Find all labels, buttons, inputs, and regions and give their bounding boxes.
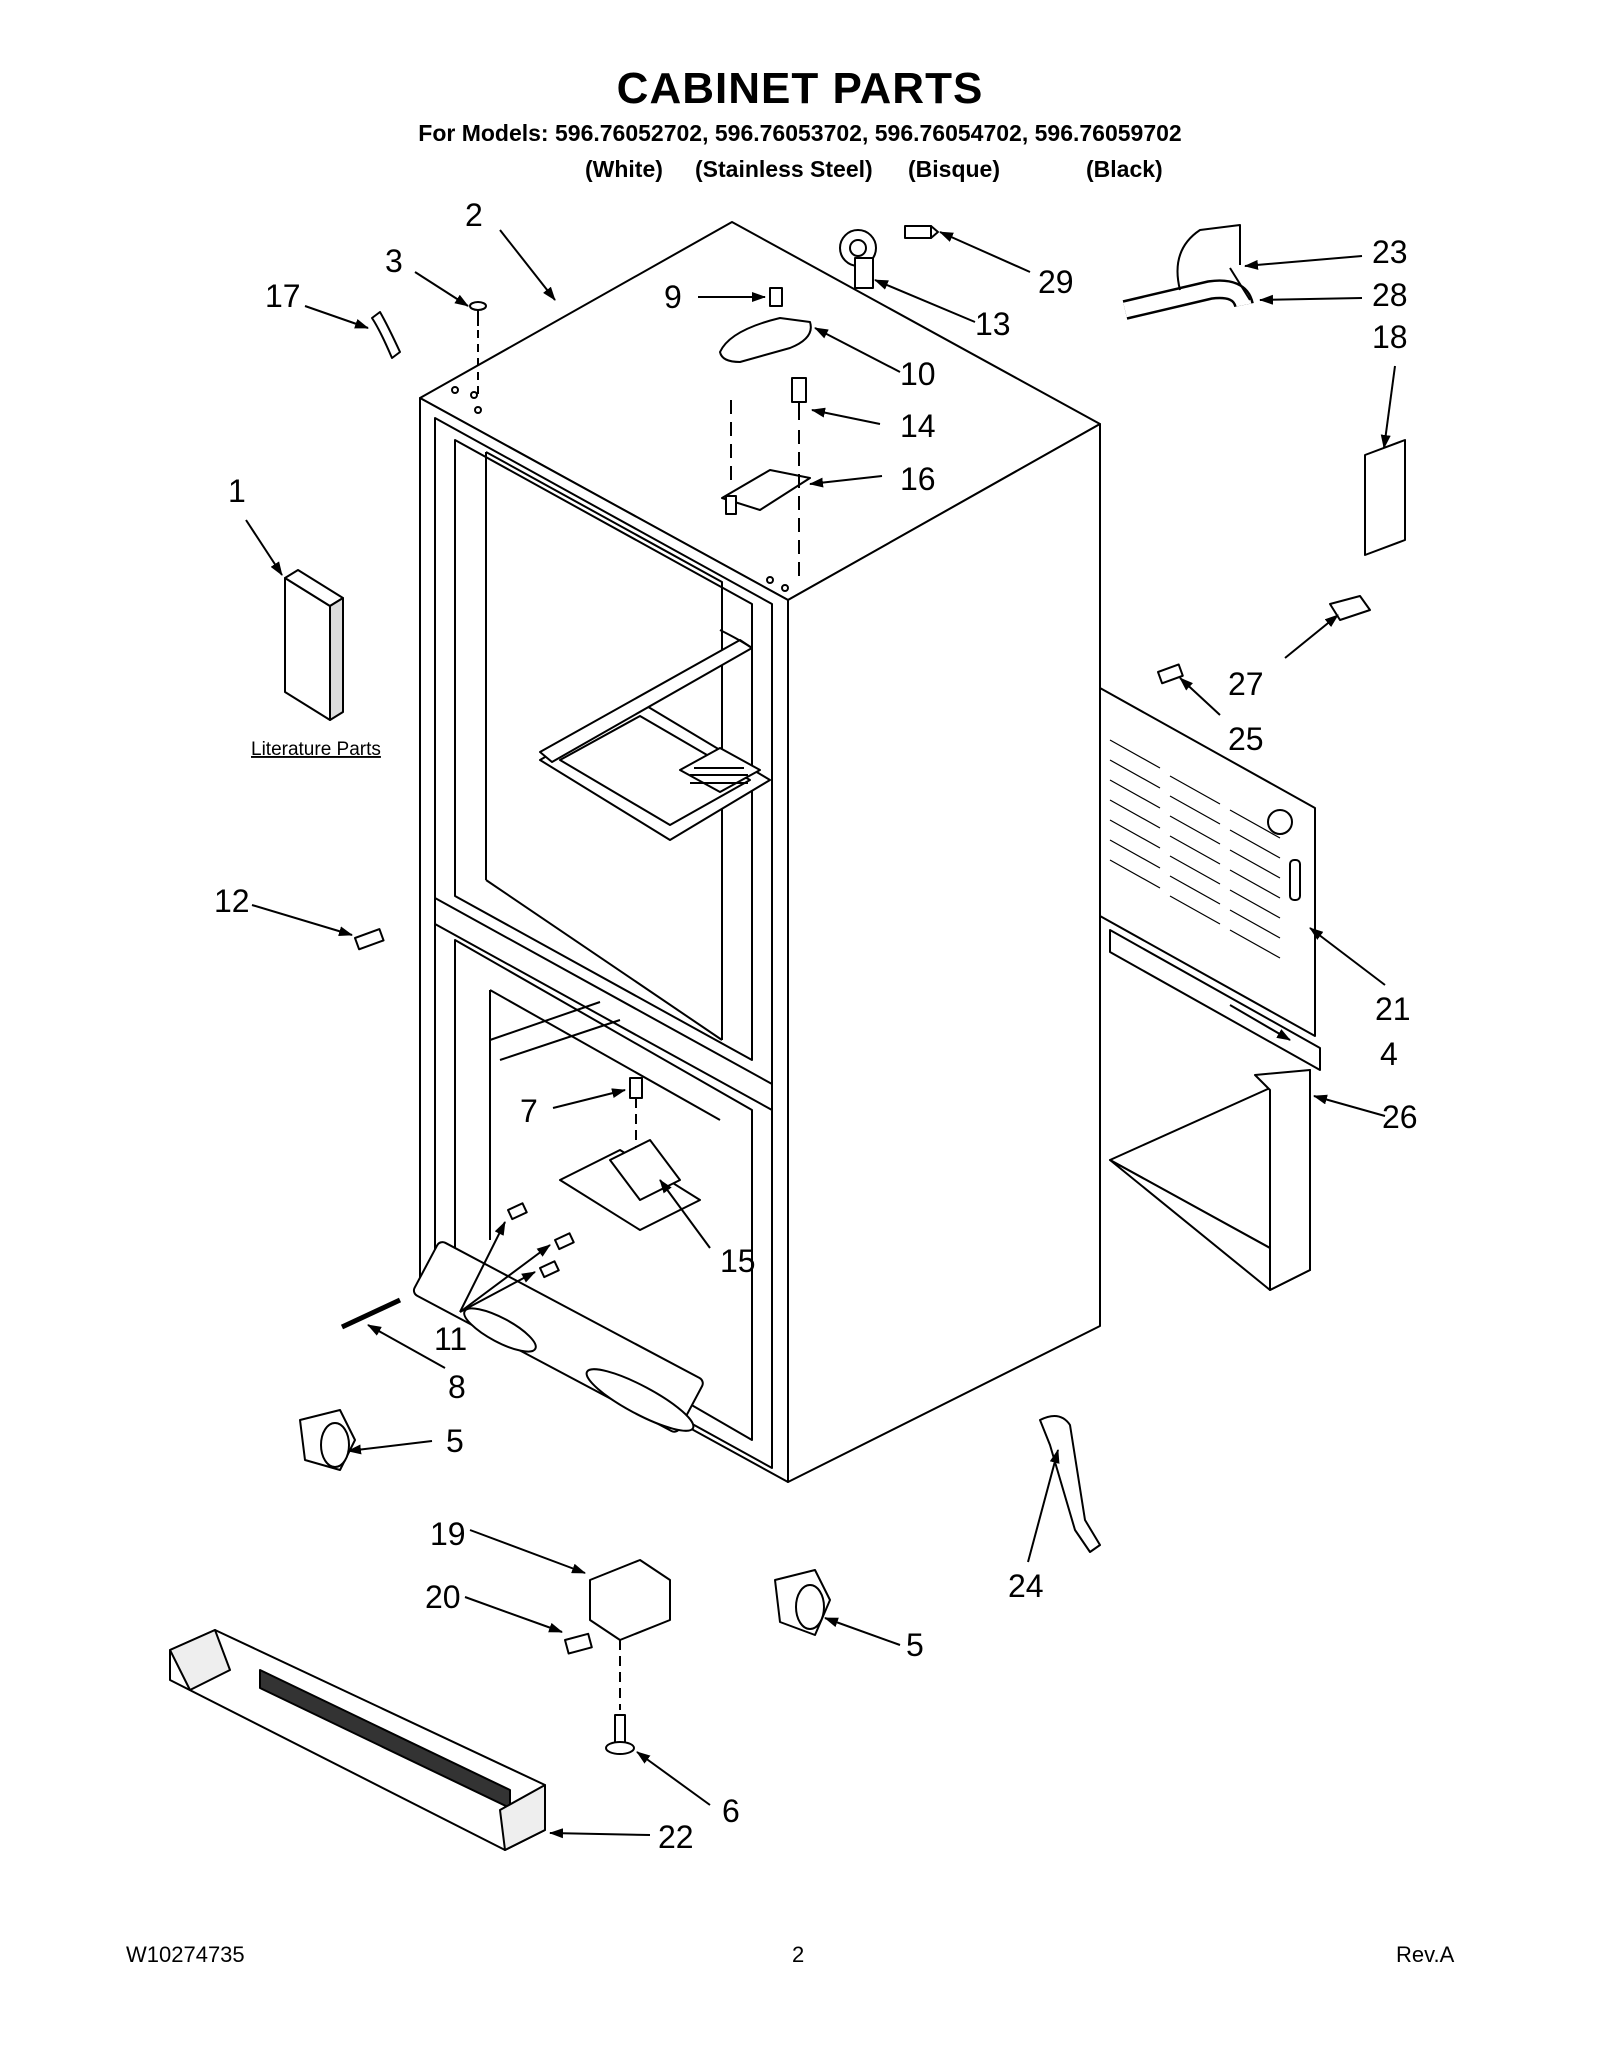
part-19-bracket (589, 1559, 671, 1641)
callout-1: 1 (228, 473, 246, 509)
part-13-bracket (839, 225, 939, 289)
callout-leaders (245, 229, 1396, 1839)
part-8-rod (340, 1297, 402, 1330)
part-22-toe-grille (169, 1629, 546, 1851)
callout-29: 29 (1038, 264, 1074, 300)
finish-stainless: (Stainless Steel) (695, 156, 873, 182)
part-5-roller-left (299, 1409, 356, 1471)
finish-bisque: (Bisque) (908, 156, 1000, 182)
callout-13: 13 (975, 306, 1011, 342)
callout-26: 26 (1382, 1099, 1418, 1135)
callout-21: 21 (1375, 991, 1411, 1027)
part-17-strip (371, 311, 401, 359)
part-21-rear-grille (1099, 687, 1316, 1037)
callout-5-right: 5 (906, 1627, 924, 1663)
part-6-leveler (605, 1640, 635, 1755)
finish-black: (Black) (1086, 156, 1163, 182)
callout-23: 23 (1372, 234, 1408, 270)
part-12-screw (353, 928, 385, 951)
page-title: CABINET PARTS (616, 64, 984, 113)
part-4-strip (1109, 929, 1321, 1071)
part-11-screw-b (554, 1232, 575, 1251)
part-3-screw (469, 301, 487, 400)
part-11-screw-c (539, 1260, 560, 1279)
callout-9: 9 (664, 279, 682, 315)
callout-27: 27 (1228, 666, 1264, 702)
callout-4: 4 (1380, 1036, 1398, 1072)
document-number: W10274735 (126, 1942, 245, 1967)
part-7-pin (629, 1077, 643, 1150)
callout-16: 16 (900, 461, 936, 497)
part-25-screw (1157, 663, 1184, 685)
models-line: For Models: 596.76052702, 596.76053702, … (418, 120, 1182, 146)
callout-20: 20 (425, 1579, 461, 1615)
part-11-screw-a (507, 1202, 528, 1221)
callout-8: 8 (448, 1369, 466, 1405)
callout-14: 14 (900, 408, 936, 444)
literature-book-part (284, 569, 344, 721)
callout-10: 10 (900, 356, 936, 392)
callout-17: 17 (265, 278, 301, 314)
literature-parts-label: Literature Parts (251, 739, 381, 760)
callout-22: 22 (658, 1819, 694, 1855)
callout-18: 18 (1372, 319, 1408, 355)
callout-6: 6 (722, 1793, 740, 1829)
callout-7: 7 (520, 1093, 538, 1129)
page-number: 2 (792, 1942, 805, 1967)
part-26-panel (1109, 1069, 1311, 1291)
callout-25: 25 (1228, 721, 1264, 757)
callout-2: 2 (465, 197, 483, 233)
part-5-roller-right (774, 1569, 831, 1636)
callout-11: 11 (434, 1321, 467, 1357)
finish-white: (White) (585, 156, 663, 182)
callout-24: 24 (1008, 1568, 1044, 1604)
water-tube-part (1122, 224, 1254, 320)
revision-label: Rev.A (1396, 1942, 1455, 1967)
callout-19: 19 (430, 1516, 466, 1552)
top-hinge-assembly (719, 287, 812, 580)
part-18-clip (1364, 439, 1406, 556)
callout-15: 15 (720, 1243, 756, 1279)
callout-12: 12 (214, 883, 250, 919)
cabinet-body (412, 221, 1101, 1483)
callout-5-left: 5 (446, 1423, 464, 1459)
callout-28: 28 (1372, 277, 1408, 313)
part-20-screw (564, 1632, 593, 1655)
callout-3: 3 (385, 243, 403, 279)
